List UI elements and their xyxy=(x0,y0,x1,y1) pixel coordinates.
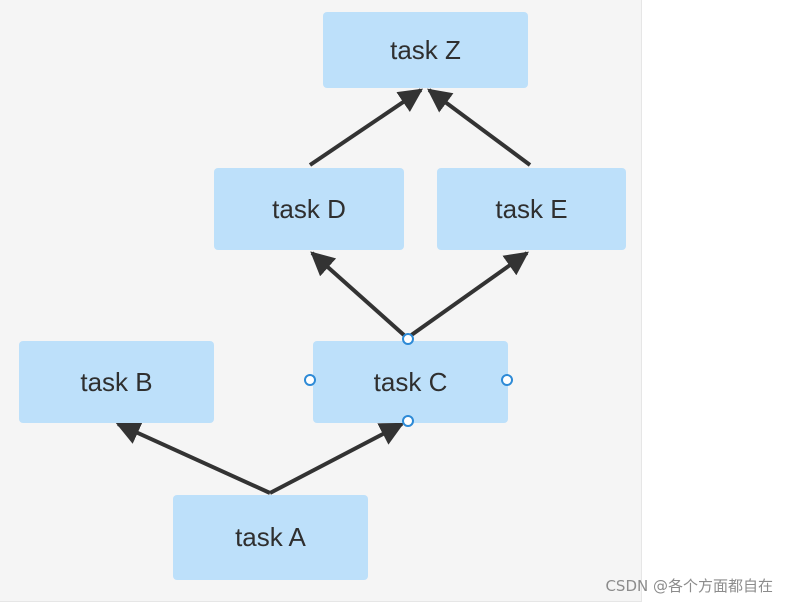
anchor-right-handle[interactable] xyxy=(501,374,513,386)
task-node-b[interactable]: task B xyxy=(19,341,214,423)
edges-layer xyxy=(115,88,532,495)
edge-d-to-z xyxy=(308,88,423,167)
edge-c-to-d xyxy=(310,251,407,338)
edge-e-to-z xyxy=(427,88,532,167)
edge-a-to-c xyxy=(269,422,405,495)
watermark-text: CSDN @各个方面都自在 xyxy=(605,577,773,595)
diagram-canvas: task Z task D task E task B task C task … xyxy=(0,0,642,602)
task-node-a[interactable]: task A xyxy=(173,495,368,580)
anchor-bottom-handle[interactable] xyxy=(402,415,414,427)
task-node-z[interactable]: task Z xyxy=(323,12,528,88)
edge-c-to-e xyxy=(408,251,529,338)
edge-a-to-b xyxy=(115,422,271,495)
task-node-c[interactable]: task C xyxy=(313,341,508,423)
anchor-left-handle[interactable] xyxy=(304,374,316,386)
task-node-e[interactable]: task E xyxy=(437,168,626,250)
anchor-top-handle[interactable] xyxy=(402,333,414,345)
task-node-d[interactable]: task D xyxy=(214,168,404,250)
